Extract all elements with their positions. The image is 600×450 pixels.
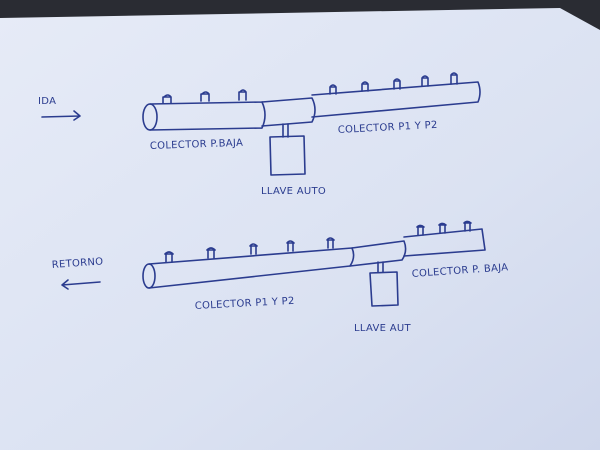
paper-sheet bbox=[0, 8, 600, 450]
return-valve-label: LLAVE AUT bbox=[354, 323, 411, 334]
supply-junction bbox=[261, 97, 316, 127]
return-direction-label: RETORNO bbox=[51, 256, 103, 271]
supply-fittings bbox=[162, 72, 458, 104]
return-fittings bbox=[164, 220, 472, 263]
return-right-collector bbox=[403, 228, 486, 257]
supply-right-collector-label: COLECTOR P1 Y P2 bbox=[338, 120, 438, 136]
supply-valve bbox=[269, 123, 306, 176]
arrow-right-icon bbox=[41, 110, 81, 121]
arrow-left-icon bbox=[61, 279, 101, 290]
supply-left-collector-label: COLECTOR P.BAJA bbox=[150, 138, 244, 152]
return-valve bbox=[369, 261, 399, 307]
supply-right-collector bbox=[311, 81, 481, 118]
supply-direction-label: IDA bbox=[38, 96, 56, 107]
supply-diagram: IDA COLECTOR P.BAJA COLECTO bbox=[38, 72, 481, 197]
return-diagram: RETORNO COLECTOR P1 Y P2 CO bbox=[51, 220, 509, 334]
return-left-collector-label: COLECTOR P1 Y P2 bbox=[195, 296, 295, 312]
return-junction bbox=[349, 240, 407, 267]
supply-valve-label: LLAVE AUTO bbox=[261, 186, 326, 197]
